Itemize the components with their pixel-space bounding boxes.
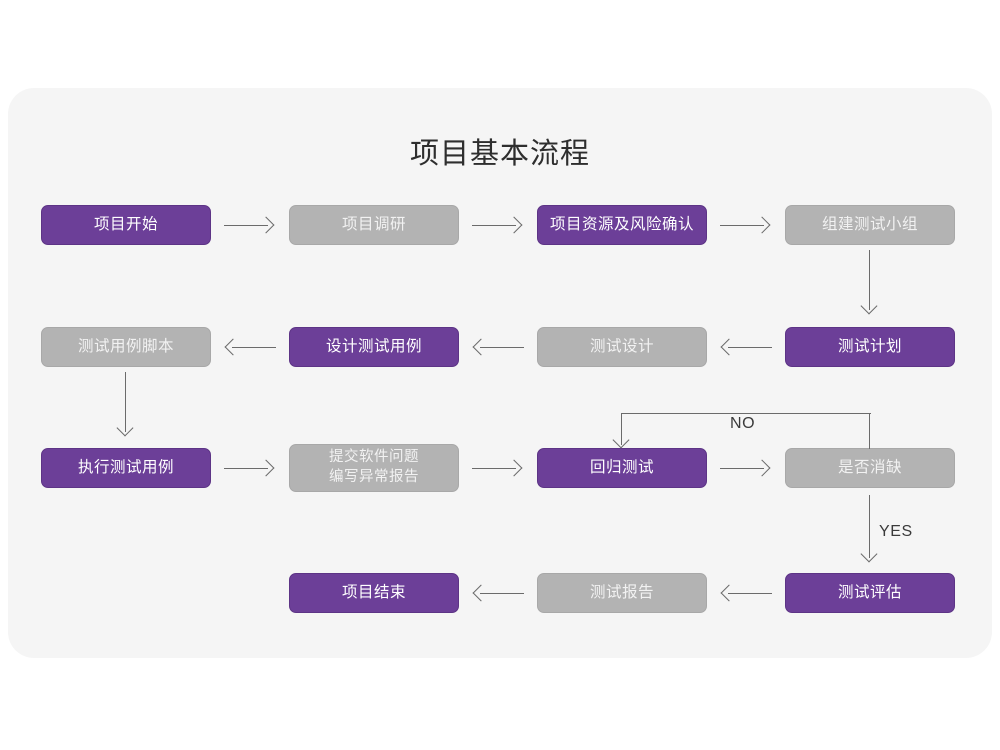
edge-line-start-to-research: [224, 225, 268, 226]
edge-label-no: NO: [730, 415, 756, 432]
node-test-design[interactable]: 测试设计: [537, 327, 707, 367]
node-test-evaluation[interactable]: 测试评估: [785, 573, 955, 613]
edge-label-yes: YES: [879, 523, 913, 540]
edge-line-cases-to-script: [232, 347, 276, 348]
edge-line-design-to-cases: [480, 347, 524, 348]
node-label: 组建测试小组: [821, 215, 918, 233]
node-label: 设计测试用例: [325, 337, 422, 355]
node-test-plan[interactable]: 测试计划: [785, 327, 955, 367]
node-label: 回归测试: [589, 458, 654, 476]
node-defect-cleared[interactable]: 是否消缺: [785, 448, 955, 488]
node-label: 项目调研: [341, 215, 406, 233]
edge-line-risk-to-team: [720, 225, 764, 226]
node-label: 是否消缺: [837, 458, 902, 476]
edge-line-research-to-risk: [472, 225, 516, 226]
edge-line-report-to-end: [480, 593, 524, 594]
edge-line-plan-to-design: [728, 347, 772, 348]
node-label: 执行测试用例: [77, 458, 174, 476]
edge-line-no-down: [621, 413, 622, 445]
node-label: 测试计划: [837, 337, 902, 355]
edge-line-submit-to-regression: [472, 468, 516, 469]
edge-line-eval-to-report: [728, 593, 772, 594]
edge-line-yes: [869, 495, 870, 558]
page-title: 项目基本流程: [409, 138, 590, 170]
node-design-test-cases[interactable]: 设计测试用例: [289, 327, 459, 367]
edge-line-regression-to-defect: [720, 468, 764, 469]
node-label-line2: 编写异常报告: [329, 469, 419, 485]
edge-line-script-to-execute: [125, 372, 126, 432]
edge-line-no-across: [621, 413, 871, 414]
node-execute-test-cases[interactable]: 执行测试用例: [41, 448, 211, 488]
edge-line-execute-to-submit: [224, 468, 268, 469]
edge-line-no-up: [869, 413, 870, 449]
node-label: 项目开始: [93, 215, 158, 233]
node-project-research[interactable]: 项目调研: [289, 205, 459, 245]
node-test-case-script[interactable]: 测试用例脚本: [41, 327, 211, 367]
node-resource-risk-confirm[interactable]: 项目资源及风险确认: [537, 205, 707, 245]
node-test-report[interactable]: 测试报告: [537, 573, 707, 613]
edge-line-team-to-plan: [869, 250, 870, 310]
node-label: 项目资源及风险确认: [549, 215, 694, 233]
node-label: 测试报告: [589, 583, 654, 601]
node-submit-issue-report[interactable]: 提交软件问题 编写异常报告: [289, 444, 459, 492]
node-regression-test[interactable]: 回归测试: [537, 448, 707, 488]
node-label: 测试设计: [589, 337, 654, 355]
node-label-line1: 提交软件问题: [329, 449, 419, 466]
node-label: 项目结束: [341, 583, 406, 601]
flowchart-card: [8, 88, 992, 658]
node-label: 测试用例脚本: [77, 337, 174, 355]
node-label: 测试评估: [837, 583, 902, 601]
node-form-test-team[interactable]: 组建测试小组: [785, 205, 955, 245]
node-project-start[interactable]: 项目开始: [41, 205, 211, 245]
node-project-end[interactable]: 项目结束: [289, 573, 459, 613]
